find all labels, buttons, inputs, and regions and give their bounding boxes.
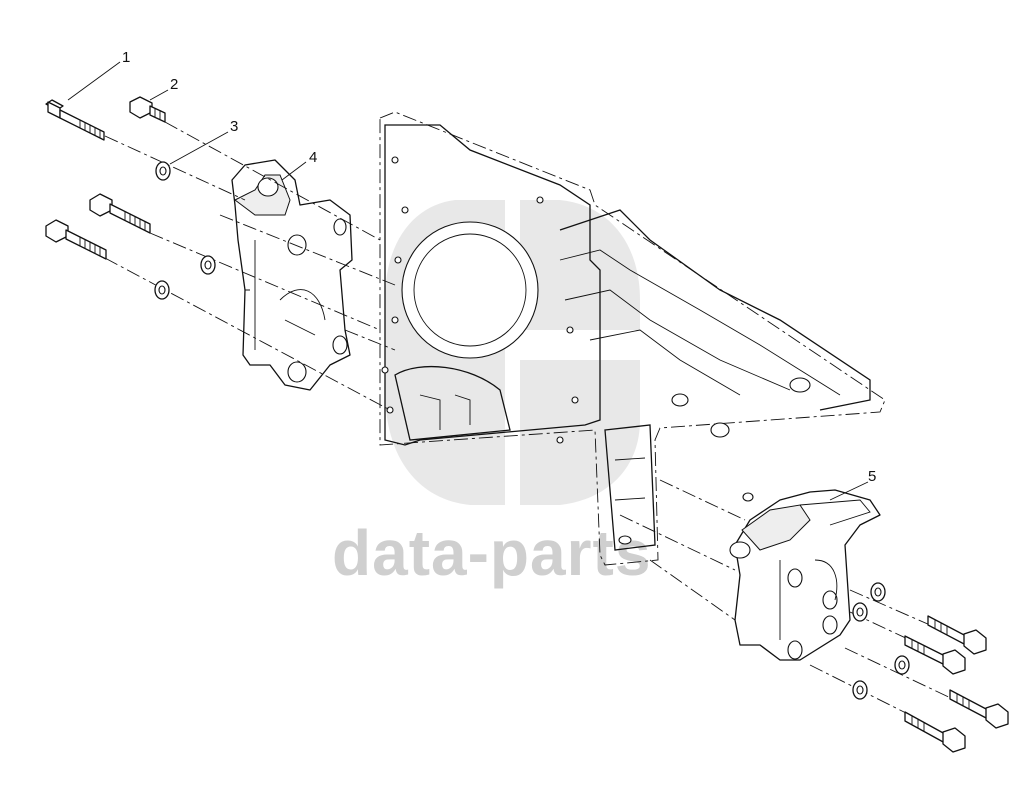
callout-3: 3	[230, 118, 238, 135]
callout-4: 4	[309, 149, 317, 166]
washer-3	[155, 161, 171, 181]
washer-right-3	[894, 655, 910, 675]
bolt-long-1	[45, 99, 105, 141]
bolt-right-3	[949, 689, 1009, 729]
flange-bolt-2	[129, 96, 166, 123]
washer-right-2	[852, 602, 868, 622]
callout-5: 5	[868, 468, 876, 485]
block-bolt-holes	[381, 156, 579, 444]
watermark-text: data-parts	[332, 517, 651, 589]
bolt-right-4	[904, 711, 966, 753]
washer-right-4	[852, 680, 868, 700]
mounting-bracket-right	[729, 489, 881, 661]
callout-2: 2	[170, 76, 178, 93]
washer-right-1	[870, 582, 886, 602]
mounting-bracket-left	[231, 159, 353, 391]
bolt-long-lower	[45, 219, 107, 260]
engine-block	[379, 111, 886, 566]
callout-leaders	[67, 61, 869, 501]
washer-lower	[154, 280, 170, 300]
callout-1: 1	[122, 49, 130, 66]
washer-mid	[200, 255, 216, 275]
bolt-right-2	[904, 635, 966, 675]
bolt-long-mid	[89, 193, 151, 234]
bolt-right-1	[927, 615, 987, 655]
